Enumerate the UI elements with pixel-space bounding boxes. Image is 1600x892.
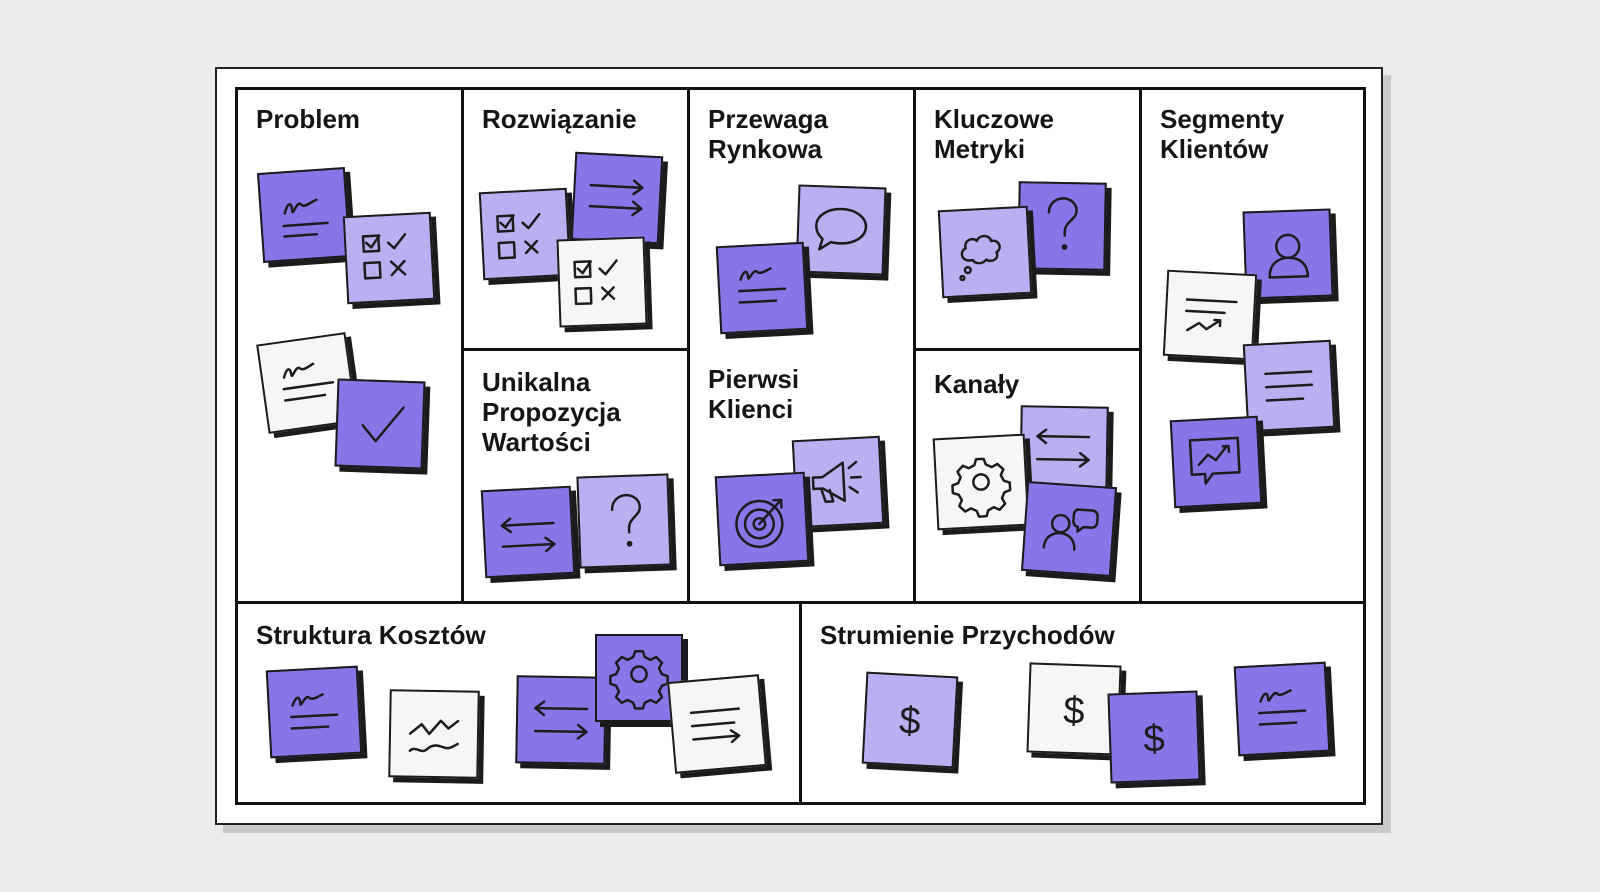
trend-chart-icon: [1162, 269, 1258, 361]
question-mark-icon: [1017, 181, 1107, 271]
arrows-icon: [480, 485, 576, 579]
target-icon: [714, 471, 810, 567]
revenue-streams-title: Strumienie Przychodów: [820, 620, 1115, 650]
arrows-icon: [1019, 405, 1109, 495]
zigzag-chart-icon: [388, 689, 480, 779]
cost-structure-title: Struktura Kosztów: [256, 620, 486, 650]
checklist-icon: [342, 211, 436, 305]
svg-text:$: $: [898, 699, 922, 743]
gear-icon: [595, 634, 683, 722]
channels-title: Kanały: [934, 369, 1020, 399]
notes-icon: [256, 332, 358, 434]
svg-text:$: $: [1143, 717, 1166, 761]
dollar-icon: $: [861, 671, 959, 769]
unique-value-proposition-title: Unikalna Propozycja Wartości: [482, 367, 621, 457]
customer-segments-title: Segmenty Klientów: [1160, 104, 1285, 164]
question-mark-icon: [576, 473, 672, 569]
speech-bubble-icon: [795, 184, 887, 276]
early-adopters-title: Pierwsi Klienci: [708, 364, 800, 424]
checklist-icon: [478, 187, 572, 281]
lines-icon: [1242, 339, 1336, 433]
megaphone-icon: [791, 435, 885, 529]
svg-text:$: $: [1063, 689, 1086, 733]
user-icon: [1242, 208, 1334, 300]
users-chat-icon: [1020, 480, 1118, 578]
gear-icon: [932, 433, 1030, 531]
notes-icon: [265, 665, 363, 759]
unfair-advantage-title: Przewaga Rynkowa: [708, 104, 828, 164]
arrow-lines-icon: [667, 674, 767, 774]
chart-bubble-icon: [1169, 415, 1263, 509]
checkmark-icon: [334, 378, 426, 470]
key-metrics-title: Kluczowe Metryki: [934, 104, 1054, 164]
checklist-icon: [556, 236, 648, 328]
notes-icon: [715, 241, 809, 335]
solution-title: Rozwiązanie: [482, 104, 637, 134]
thought-cloud-icon: [937, 205, 1033, 299]
dollar-icon: $: [1026, 662, 1122, 756]
problem-title: Problem: [256, 104, 361, 134]
notes-icon: [256, 167, 352, 263]
notes-icon: [1233, 661, 1331, 757]
arrows-icon: [570, 151, 664, 245]
arrows-icon: [515, 675, 607, 765]
dollar-icon: $: [1107, 690, 1201, 784]
